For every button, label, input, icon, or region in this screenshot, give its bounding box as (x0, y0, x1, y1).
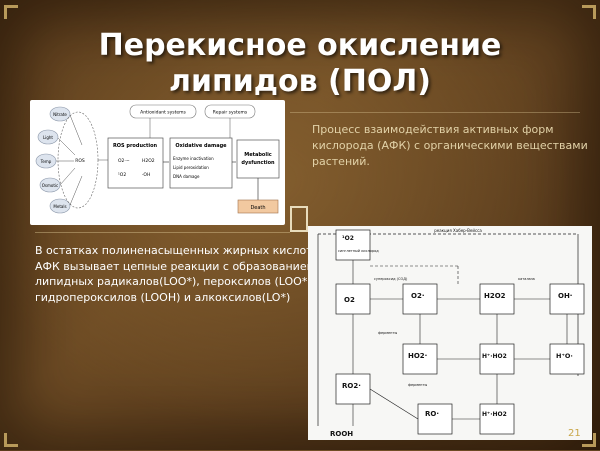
svg-text:Lipid peroxidation: Lipid peroxidation (173, 165, 209, 170)
corner-ornament-top-left (4, 4, 18, 19)
ros-center-label: ROS (75, 158, 85, 164)
h2o2-node: H2O2 (479, 283, 515, 315)
corner-ornament-bottom-right (582, 432, 596, 447)
svg-text:H⁺·HO2: H⁺·HO2 (482, 353, 507, 360)
svg-text:H2O2: H2O2 (484, 292, 506, 300)
page-number: 21 (568, 428, 581, 439)
enzymes-label: ферменты (378, 331, 397, 335)
protonated-oxygen-node: H⁺O· (549, 343, 585, 375)
svg-text:RO2·: RO2· (342, 382, 361, 390)
protonated-hydroperoxyl-node: H⁺·HO2 (479, 343, 515, 375)
oxidative-damage-box: Oxidative damage Enzyme inactivation Lip… (169, 137, 233, 189)
divider-top (290, 112, 580, 113)
catalase-label: каталаза (518, 277, 535, 281)
stress-node-metals: Metals (49, 198, 71, 214)
svg-text:¹O2: ¹O2 (342, 235, 354, 242)
repair-systems-box: Repair systems (204, 104, 256, 119)
oxygen-reduction-diagram: реакция Хабер-Вейсса ¹O2 синглетный кисл… (308, 226, 592, 440)
svg-text:Enzyme inactivation: Enzyme inactivation (173, 156, 214, 161)
svg-text:RO·: RO· (425, 410, 439, 418)
ros-stress-figure: Nitrate Light Temp Osmotic Metals ROS (30, 100, 285, 225)
svg-text:O2·: O2· (411, 292, 424, 300)
afk-definition-text: Процесс взаимодействия активных форм кис… (312, 123, 588, 168)
sod-label: супероксид (СОД) (374, 277, 408, 281)
svg-text:Metals: Metals (53, 204, 66, 209)
svg-text:Nitrate: Nitrate (53, 112, 67, 117)
death-box: Death (237, 199, 279, 214)
hydroperoxyl-node: HO2· (402, 343, 438, 375)
corner-ornament-top-right (582, 4, 596, 19)
haber-weiss-label: реакция Хабер-Вейсса (434, 228, 482, 233)
rooh-label: ROOH (330, 430, 353, 438)
svg-text:O2·−: O2·− (118, 158, 130, 164)
svg-text:H⁺O·: H⁺O· (556, 352, 573, 360)
svg-text:Repair systems: Repair systems (213, 110, 248, 116)
stress-node-nitrate: Nitrate (49, 106, 71, 122)
alkoxyl-radical-node: RO· (417, 403, 453, 435)
svg-text:Metabolic: Metabolic (244, 152, 272, 158)
svg-text:OH·: OH· (558, 292, 572, 300)
superoxide-node: O2· (402, 283, 438, 315)
hydroxyl-node: OH· (549, 283, 585, 315)
o2-node: O2 (335, 283, 371, 315)
svg-text:Death: Death (250, 205, 265, 211)
corner-ornament-bottom-left (4, 432, 18, 447)
singlet-oxygen-box: ¹O2 синглетный кислород (335, 229, 379, 261)
peroxyl-radical-node: RO2· (335, 373, 371, 405)
svg-text:H⁺·HO2: H⁺·HO2 (482, 411, 507, 418)
svg-text:dysfunction: dysfunction (241, 160, 275, 166)
metabolic-dysfunction-box: Metabolic dysfunction (236, 139, 280, 179)
slide-title: Перекисное окисление липидов (ПОЛ) (60, 28, 540, 100)
missing-glyph-box (290, 206, 308, 232)
svg-text:Light: Light (43, 135, 53, 140)
lipid-radicals-text: В остатках полиненасыщенных жирных кисло… (35, 244, 316, 304)
title-line-2: липидов (ПОЛ) (169, 64, 431, 99)
stress-node-temp: Temp (35, 153, 57, 169)
svg-text:HO2·: HO2· (408, 352, 427, 360)
enzymes-label-2: ферменты (408, 383, 427, 387)
svg-text:Temp: Temp (40, 159, 52, 164)
svg-text:DNA damage: DNA damage (173, 174, 200, 179)
svg-text:Oxidative damage: Oxidative damage (175, 143, 227, 149)
divider-left (35, 232, 290, 233)
svg-text:Osmotic: Osmotic (42, 183, 58, 188)
stress-node-osmotic: Osmotic (39, 177, 61, 193)
svg-text:ROS production: ROS production (113, 143, 158, 149)
svg-text:H2O2: H2O2 (142, 158, 155, 164)
svg-text:·OH: ·OH (142, 172, 150, 178)
hydroperoxyl-bottom-node: H⁺·HO2 (479, 403, 515, 435)
svg-text:синглетный кислород: синглетный кислород (338, 249, 379, 253)
svg-text:¹O2: ¹O2 (118, 172, 126, 178)
svg-text:O2: O2 (344, 296, 355, 304)
title-line-1: Перекисное окисление (98, 28, 502, 63)
stress-node-light: Light (37, 129, 59, 145)
ros-production-box: ROS production O2·− H2O2 ¹O2 ·OH (107, 137, 164, 189)
svg-text:Antioxidant systems: Antioxidant systems (140, 110, 186, 116)
antioxidant-systems-box: Antioxidant systems (129, 104, 197, 119)
